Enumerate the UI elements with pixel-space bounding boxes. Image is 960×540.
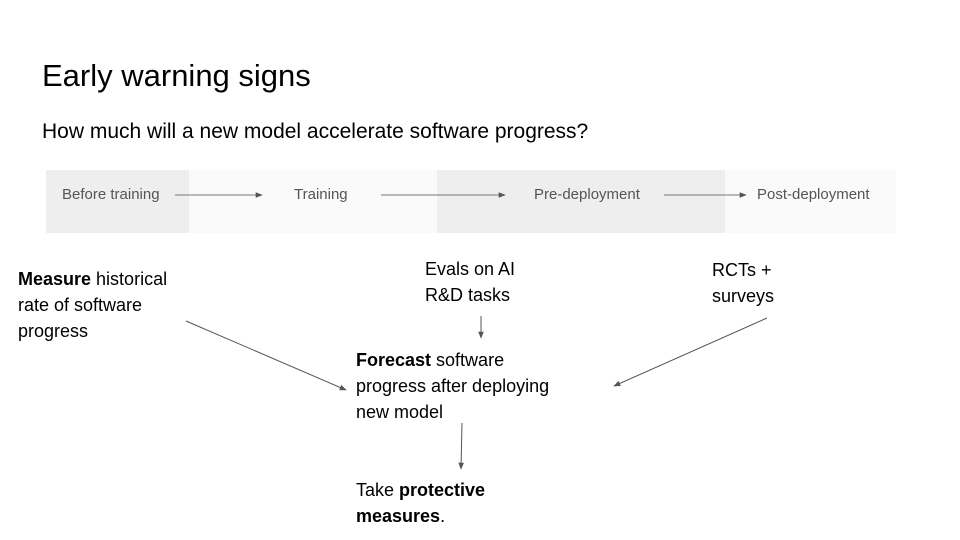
forecast-bold: Forecast	[356, 350, 432, 370]
evals-text-1: Evals on AI	[425, 259, 516, 279]
timeline-bar: Before training Training Pre-deployment …	[46, 170, 896, 233]
slide-subtitle: How much will a new model accelerate sof…	[42, 120, 589, 143]
stage-pre-deployment-bg	[437, 170, 725, 233]
stage-before-training-bg	[46, 170, 189, 233]
stage-before-training: Before training	[62, 186, 160, 203]
evals-text-2: R&D tasks	[425, 285, 511, 305]
measure-node: Measure historical rate of software prog…	[18, 266, 167, 344]
forecast-text-3: new model	[356, 402, 444, 422]
protect-text-post: .	[440, 506, 446, 526]
rcts-text-2: surveys	[712, 286, 775, 306]
measure-text-3: progress	[18, 321, 89, 341]
arrow-measure-to-forecast	[185, 320, 347, 391]
stage-training: Training	[294, 186, 348, 203]
stage-post-deployment-bg	[725, 170, 896, 233]
protect-bold-2: measures	[356, 506, 441, 526]
rcts-node: RCTs + surveys	[712, 257, 774, 309]
forecast-text-2: progress after deploying	[356, 376, 550, 396]
arrow-forecast-to-protect	[458, 422, 464, 470]
stage-pre-deployment: Pre-deployment	[534, 186, 640, 203]
measure-text-2: rate of software	[18, 295, 143, 315]
forecast-text-1: software	[431, 350, 505, 370]
protect-text-pre: Take	[356, 480, 400, 500]
rcts-text-1: RCTs +	[712, 260, 772, 280]
arrow-rcts-to-forecast	[613, 317, 768, 387]
evals-node: Evals on AI R&D tasks	[425, 256, 515, 308]
measure-text-1: historical	[91, 269, 168, 289]
measure-bold: Measure	[18, 269, 92, 289]
protect-node: Take protective measures.	[356, 477, 485, 529]
stage-training-bg	[189, 170, 437, 233]
protect-bold-1: protective	[399, 480, 486, 500]
stage-post-deployment: Post-deployment	[757, 186, 870, 203]
slide-title: Early warning signs	[42, 58, 311, 93]
forecast-node: Forecast software progress after deployi…	[356, 347, 549, 425]
